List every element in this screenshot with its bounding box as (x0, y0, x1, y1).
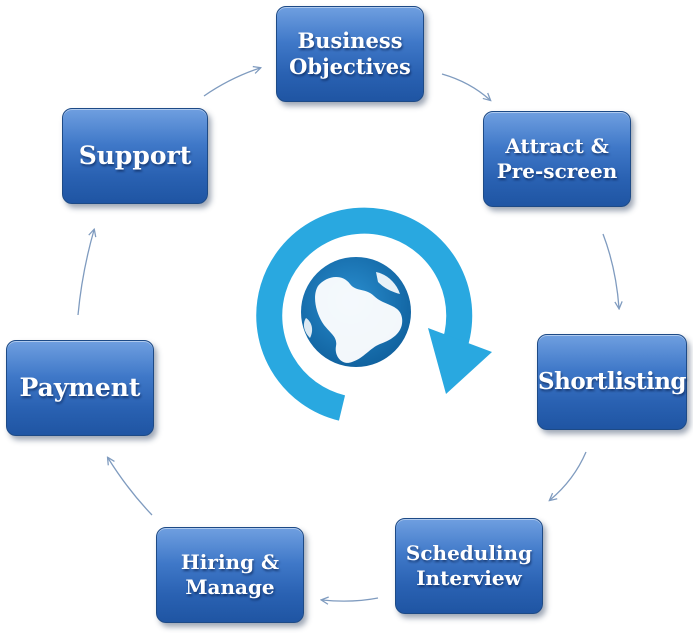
step-label: Hiring & Manage (180, 550, 280, 599)
step-label: Payment (19, 373, 141, 403)
step-label: Attract & Pre-screen (496, 134, 618, 183)
step-hiring-manage: Hiring & Manage (156, 527, 304, 623)
globe-icon (294, 250, 418, 374)
arrow-payment-to-support (77, 230, 94, 316)
step-label: Scheduling Interview (405, 541, 533, 590)
step-scheduling-interview: Scheduling Interview (395, 518, 543, 614)
step-label: Shortlisting (538, 367, 687, 395)
arrow-hiring-to-payment (108, 458, 153, 516)
arrow-support-to-business (203, 68, 260, 97)
arrow-business-to-attract (441, 73, 490, 100)
step-support: Support (62, 108, 208, 204)
step-shortlisting: Shortlisting (537, 334, 687, 430)
step-payment: Payment (6, 340, 154, 436)
step-label: Support (78, 141, 192, 171)
arrow-attract-to-shortlisting (602, 233, 619, 308)
arrow-scheduling-to-hiring (322, 598, 379, 601)
cycle-arrow-icon (256, 207, 492, 421)
step-label: Business Objectives (289, 27, 411, 79)
step-attract-prescreen: Attract & Pre-screen (483, 111, 631, 207)
step-business-objectives: Business Objectives (276, 6, 424, 102)
arrow-shortlisting-to-scheduling (550, 451, 587, 500)
